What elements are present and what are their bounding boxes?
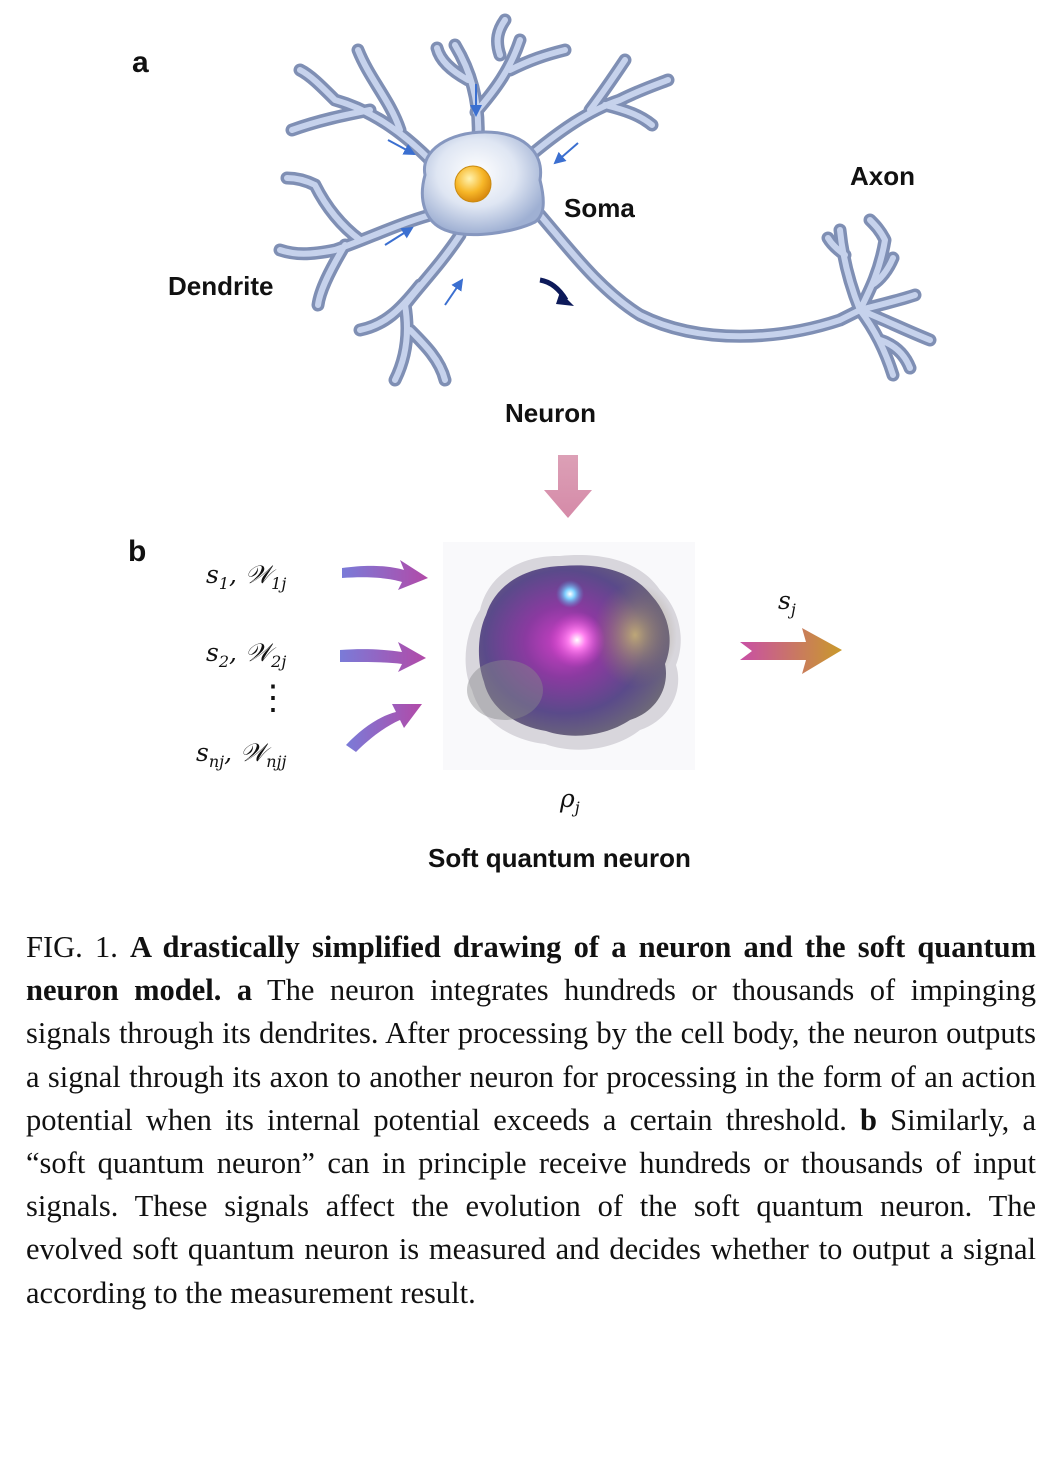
axon-label: Axon (850, 161, 915, 192)
input-1-label: s1, 𝒲1j (206, 560, 286, 593)
density-matrix-label: ρj (560, 784, 580, 817)
figure-graphics (0, 0, 1054, 900)
figure-caption: FIG. 1. A drastically simplified drawing… (26, 926, 1036, 1315)
soft-quantum-neuron-title: Soft quantum neuron (428, 843, 691, 874)
input-n-label: snj, 𝒲njj (196, 738, 286, 771)
output-arrow (740, 628, 842, 674)
transition-arrow (544, 455, 592, 518)
soft-quantum-neuron-state (443, 542, 695, 770)
caption-b-label: b (860, 1103, 877, 1137)
caption-a-label: a (237, 973, 252, 1007)
output-signal-label: sj (778, 586, 796, 619)
caption-fig-number: FIG. 1. (26, 930, 118, 964)
soma-label: Soma (564, 193, 635, 224)
nucleus (455, 166, 491, 202)
neuron-label: Neuron (505, 398, 596, 429)
dendrite-label: Dendrite (168, 271, 273, 302)
panel-a-label: a (132, 46, 149, 80)
input-2-label: s2, 𝒲2j (206, 638, 286, 671)
panel-b-label: b (128, 535, 146, 569)
input-ellipsis: ⋮ (256, 678, 290, 718)
input-arrows (340, 560, 428, 752)
